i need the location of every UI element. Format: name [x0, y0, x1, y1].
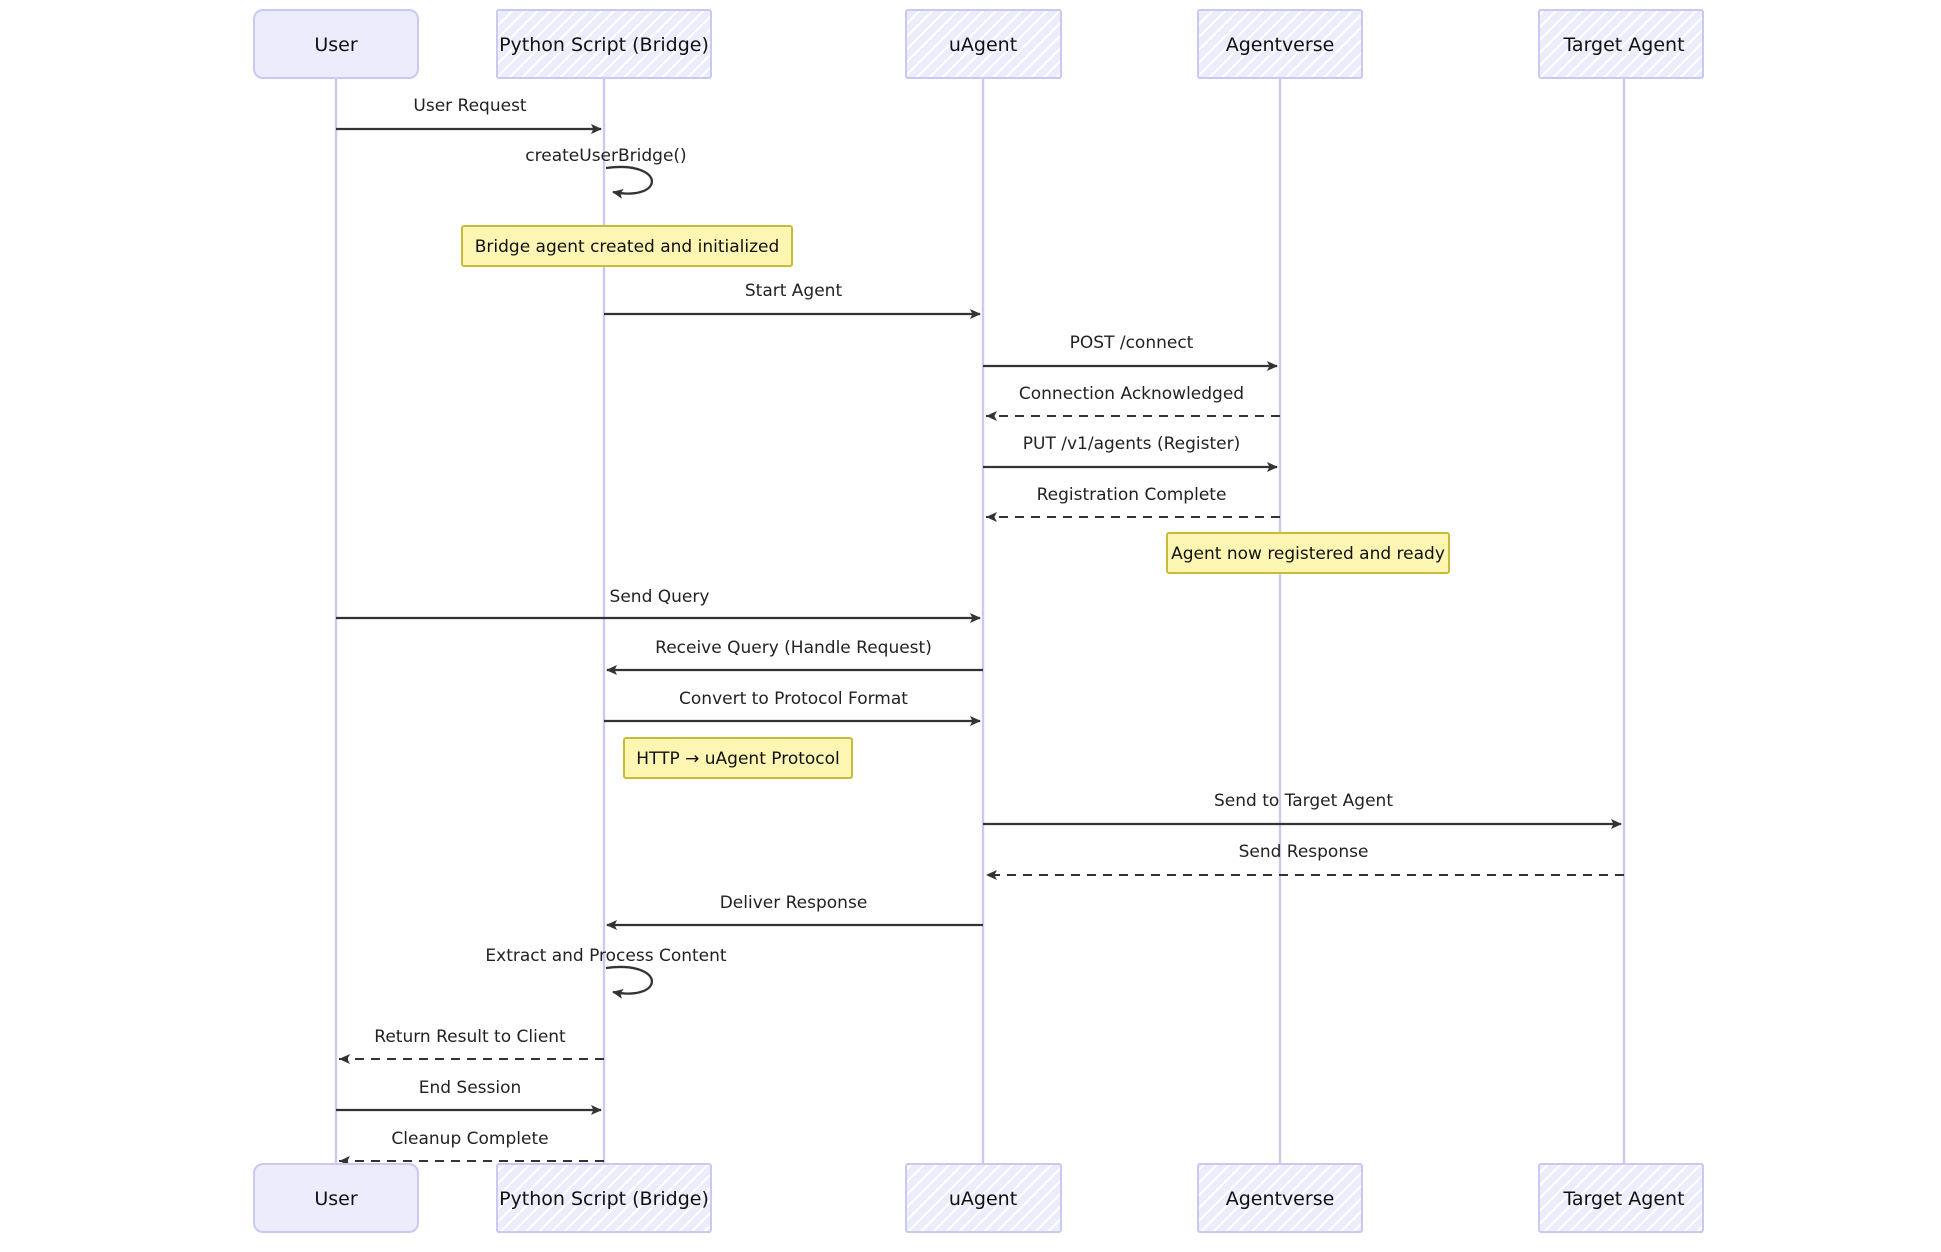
- message-12-send-response[interactable]: Send Response: [986, 842, 1624, 880]
- participant-box-shape: [1197, 9, 1363, 79]
- message-2-createuserbridge[interactable]: createUserBridge(): [525, 146, 687, 199]
- participant-box-agentverse-bottom[interactable]: Agentverse: [1197, 1163, 1363, 1233]
- message-15-return-result-to-client[interactable]: Return Result to Client: [339, 1027, 604, 1064]
- participant-box-shape: [1197, 1163, 1363, 1233]
- participant-box-bridge-top[interactable]: Python Script (Bridge): [496, 9, 712, 79]
- note-protocol-convert[interactable]: HTTP → uAgent Protocol: [623, 737, 853, 779]
- participant-box-shape: [1538, 9, 1704, 79]
- message-label: Registration Complete: [1037, 485, 1227, 505]
- notes-group: Bridge agent created and initializedAgen…: [461, 225, 1450, 779]
- participant-box-bridge-bottom[interactable]: Python Script (Bridge): [496, 1163, 712, 1233]
- participant-box-target-top[interactable]: Target Agent: [1538, 9, 1704, 79]
- participant-box-shape: [1538, 1163, 1704, 1233]
- message-11-send-to-target-agent[interactable]: Send to Target Agent: [983, 791, 1622, 829]
- message-label: Send to Target Agent: [1214, 791, 1393, 811]
- participant-label-agentverse: Agentverse: [1226, 1188, 1335, 1210]
- message-6-put-v1-agents-register[interactable]: PUT /v1/agents (Register): [983, 434, 1278, 472]
- participant-label-user: User: [314, 34, 357, 56]
- participant-box-uagent-bottom[interactable]: uAgent: [905, 1163, 1062, 1233]
- message-17-cleanup-complete[interactable]: Cleanup Complete: [339, 1129, 604, 1166]
- note-box: [623, 737, 853, 779]
- participant-label-target: Target Agent: [1562, 1188, 1684, 1210]
- participant-label-uagent: uAgent: [949, 34, 1017, 56]
- note-label: HTTP → uAgent Protocol: [636, 749, 840, 769]
- message-label: POST /connect: [1070, 333, 1194, 353]
- message-13-deliver-response[interactable]: Deliver Response: [606, 893, 983, 930]
- message-label: Connection Acknowledged: [1019, 384, 1244, 404]
- participant-label-agentverse: Agentverse: [1226, 34, 1335, 56]
- message-label: Send Query: [610, 587, 710, 607]
- participant-box-shape: [905, 9, 1062, 79]
- message-3-start-agent[interactable]: Start Agent: [604, 281, 981, 319]
- message-10-convert-to-protocol-format[interactable]: Convert to Protocol Format: [604, 689, 981, 726]
- participant-box-uagent-top[interactable]: uAgent: [905, 9, 1062, 79]
- message-label: End Session: [419, 1078, 522, 1098]
- note-bridge-created[interactable]: Bridge agent created and initialized: [461, 225, 793, 267]
- participant-box-shape: [496, 9, 712, 79]
- note-label: Agent now registered and ready: [1171, 544, 1445, 564]
- note-box: [1166, 532, 1450, 574]
- message-9-receive-query-handle-request[interactable]: Receive Query (Handle Request): [606, 638, 983, 675]
- message-14-extract-and-process-content[interactable]: Extract and Process Content: [485, 946, 727, 999]
- message-1-user-request[interactable]: User Request: [336, 96, 602, 134]
- participant-box-shape: [496, 1163, 712, 1233]
- message-label: Convert to Protocol Format: [679, 689, 908, 709]
- message-8-send-query[interactable]: Send Query: [336, 587, 981, 623]
- note-box: [461, 225, 793, 267]
- message-label: Cleanup Complete: [391, 1129, 548, 1149]
- message-label: User Request: [413, 96, 527, 116]
- message-7-registration-complete[interactable]: Registration Complete: [986, 485, 1280, 522]
- participant-label-bridge: Python Script (Bridge): [499, 1188, 709, 1210]
- participant-box-target-bottom[interactable]: Target Agent: [1538, 1163, 1704, 1233]
- participant-box-shape: [905, 1163, 1062, 1233]
- message-label: Send Response: [1239, 842, 1369, 862]
- message-4-post-connect[interactable]: POST /connect: [983, 333, 1278, 371]
- participant-box-shape: [253, 1163, 419, 1233]
- participant-box-user-bottom[interactable]: User: [253, 1163, 419, 1233]
- message-label: createUserBridge(): [525, 146, 686, 166]
- message-label: Deliver Response: [720, 893, 868, 913]
- message-label: Start Agent: [745, 281, 843, 301]
- self-message-arrow: [605, 165, 653, 199]
- note-label: Bridge agent created and initialized: [475, 237, 780, 257]
- self-message-arrow: [605, 965, 653, 999]
- message-label: Receive Query (Handle Request): [655, 638, 932, 658]
- message-label: Return Result to Client: [374, 1027, 566, 1047]
- messages-group: User Request createUserBridge() Start Agen…: [336, 96, 1624, 1166]
- message-label: PUT /v1/agents (Register): [1023, 434, 1240, 454]
- participant-box-shape: [253, 9, 419, 79]
- message-label: Extract and Process Content: [485, 946, 727, 966]
- message-16-end-session[interactable]: End Session: [336, 1078, 602, 1115]
- participant-label-uagent: uAgent: [949, 1188, 1017, 1210]
- participant-label-user: User: [314, 1188, 357, 1210]
- participant-box-agentverse-top[interactable]: Agentverse: [1197, 9, 1363, 79]
- participant-label-bridge: Python Script (Bridge): [499, 34, 709, 56]
- note-agent-ready[interactable]: Agent now registered and ready: [1166, 532, 1450, 574]
- participant-label-target: Target Agent: [1562, 34, 1684, 56]
- participant-box-user-top[interactable]: User: [253, 9, 419, 79]
- message-5-connection-acknowledged[interactable]: Connection Acknowledged: [986, 384, 1280, 421]
